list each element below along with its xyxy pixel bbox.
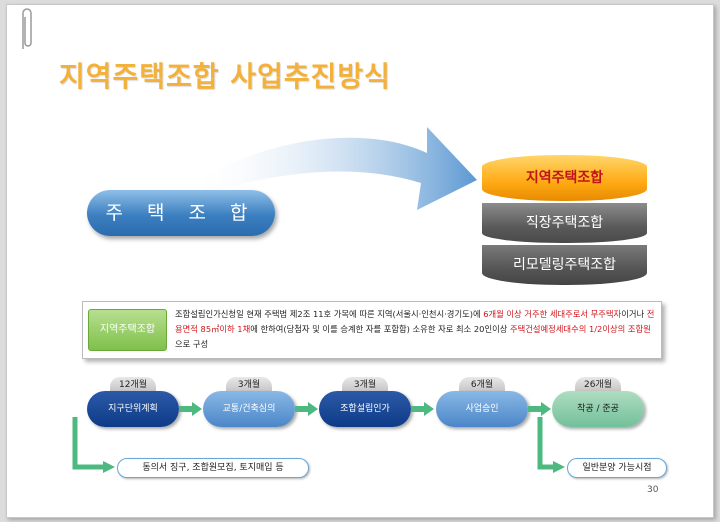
step-period: 26개월 [575,377,621,395]
connector-arrow-icon [192,402,202,416]
info-highlight: 전용면적 85㎡이하 1채 [175,309,655,334]
info-text: 으로 구성 [175,339,209,349]
info-text: 에 한하여(당첨자 및 이를 승계한 자를 포함함) 소유한 자로 최소 20인… [250,324,510,334]
housing-union-pill: 주 택 조 합 [87,190,275,236]
page-number: 30 [647,485,659,495]
curved-arrow [187,127,477,210]
info-highlight: 6개월 이상 거주한 세대주로서 무주택자 [483,309,622,319]
info-box: 지역주택조합 조합설립인가신청일 현재 주택법 제2조 11호 가목에 따른 지… [82,301,662,359]
slide: 지역주택조합 사업추진방식 주 택 조 합 지역주택조합 직장주택조합 리모델링… [6,4,714,518]
result-general-sale: 일반분양 가능시점 [567,458,667,478]
cylinder-local-union: 지역주택조합 [482,155,647,201]
cylinder-workplace-union: 직장주택조합 [482,203,647,243]
info-description: 조합설립인가신청일 현재 주택법 제2조 11호 가목에 따른 지역(서울시·인… [175,307,657,352]
cylinder-remodeling-union: 리모델링주택조합 [482,245,647,285]
slide-title: 지역주택조합 사업추진방식 [59,60,391,93]
step-period: 3개월 [342,377,388,395]
branch-arrows [72,417,565,473]
info-tag: 지역주택조합 [88,309,167,351]
info-text: 이거나 [621,309,647,319]
connector-arrow-icon [541,402,551,416]
info-text: 조합설립인가신청일 현재 주택법 제2조 11호 가목에 따른 지역(서울시·인… [175,309,484,319]
connector-arrow-icon [308,402,318,416]
step-period: 12개월 [110,377,156,395]
result-consent: 동의서 징구, 조합원모집, 토지매입 등 [117,458,309,478]
step-construction: 착공 / 준공 [552,391,644,427]
connector-arrow-icon [424,402,434,416]
connector [528,406,542,412]
connector [179,406,193,412]
paperclip-icon [22,8,32,49]
step-period: 6개월 [459,377,505,395]
connector [411,406,425,412]
step-union-approval: 조합설립인가 [319,391,411,427]
connector [295,406,309,412]
step-period: 3개월 [226,377,272,395]
step-district-plan: 지구단위계획 [87,391,179,427]
step-project-approval: 사업승인 [436,391,528,427]
step-traffic-review: 교통/건축심의 [203,391,295,427]
info-highlight: 주택건설예정세대수의 1/2이상의 조합원 [510,324,651,334]
